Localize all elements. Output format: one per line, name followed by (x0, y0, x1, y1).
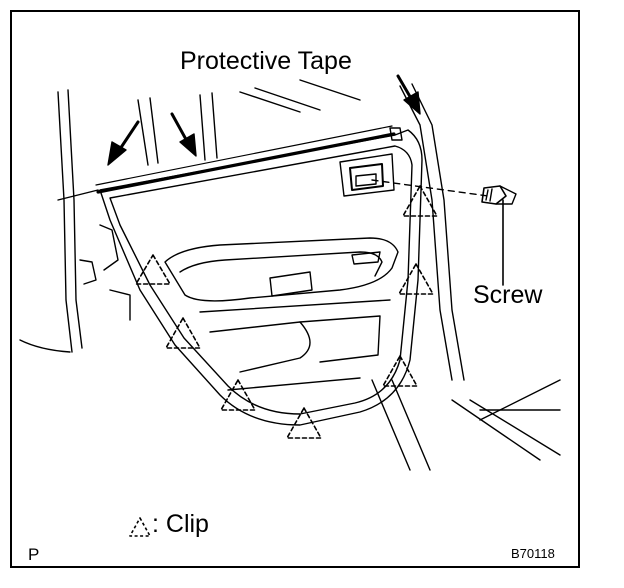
door-frame-lines (19, 79, 561, 471)
clip-marker-icon (382, 355, 418, 387)
armrest (164, 237, 399, 391)
arrow-icons (107, 74, 421, 166)
screw-drawing (371, 179, 517, 286)
clip-marker-icon (402, 185, 438, 217)
screw-label: Screw (473, 281, 543, 309)
inside-handle (339, 127, 403, 197)
clip-marker-icon (286, 407, 322, 439)
clip-marker-icon (135, 254, 171, 285)
clip-markers (135, 185, 438, 439)
arrow-icon-middle (170, 112, 197, 157)
figure-frame (10, 10, 580, 568)
arrow-icon-right (396, 74, 421, 115)
clip-marker-icon (220, 379, 256, 411)
arrow-icon-left (107, 120, 140, 166)
dashed-triangle-icon (129, 517, 151, 537)
protective-tape-label: Protective Tape (180, 47, 352, 75)
figure-id: B70118 (511, 546, 555, 561)
clip-marker-icon (165, 317, 201, 349)
clip-marker-icon (398, 263, 434, 295)
corner-letter: P (28, 545, 40, 564)
door-trim-panel (95, 125, 423, 426)
legend-clip-label: : Clip (152, 510, 209, 538)
